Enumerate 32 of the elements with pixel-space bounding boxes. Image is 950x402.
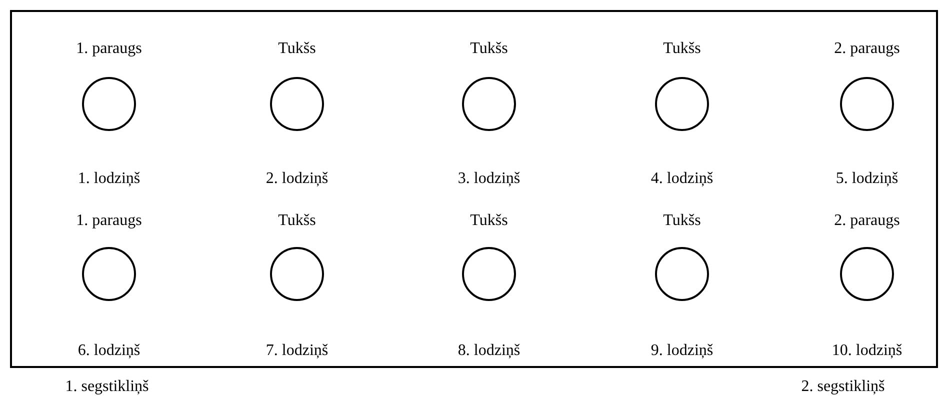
well-caption: 1. lodziņš xyxy=(78,170,140,188)
well-circle xyxy=(462,247,516,301)
well-circle xyxy=(655,247,709,301)
sample-caption: 1. paraugs xyxy=(76,212,142,230)
sample-caption: 2. paraugs xyxy=(834,40,900,58)
well-caption: 4. lodziņš xyxy=(650,170,714,188)
well-circle xyxy=(82,77,136,131)
cover-slip-label: 2. segstikliņš xyxy=(801,378,885,396)
well-circle xyxy=(462,77,516,131)
sample-caption: Tukšs xyxy=(663,212,701,230)
well-circle xyxy=(270,247,324,301)
well-caption: 2. lodziņš xyxy=(266,170,328,188)
well-circle xyxy=(840,77,894,131)
sample-caption: 2. paraugs xyxy=(834,212,900,230)
well-caption: 7. lodziņš xyxy=(266,342,328,360)
cover-slip-label: 1. segstikliņš xyxy=(65,378,149,396)
sample-caption: Tukšs xyxy=(278,40,316,58)
well-caption: 6. lodziņš xyxy=(78,342,140,360)
sample-caption: 1. paraugs xyxy=(76,40,142,58)
sample-caption: Tukšs xyxy=(663,40,701,58)
well-caption: 8. lodziņš xyxy=(458,342,520,360)
well-circle xyxy=(82,247,136,301)
sample-caption: Tukšs xyxy=(278,212,316,230)
well-caption: 3. lodziņš xyxy=(458,170,520,188)
well-circle xyxy=(840,247,894,301)
well-circle xyxy=(655,77,709,131)
sample-caption: Tukšs xyxy=(470,40,508,58)
well-caption: 10. lodziņš xyxy=(832,342,902,360)
well-circle xyxy=(270,77,324,131)
well-caption: 9. lodziņš xyxy=(650,342,714,360)
well-caption: 5. lodziņš xyxy=(836,170,898,188)
sample-caption: Tukšs xyxy=(470,212,508,230)
